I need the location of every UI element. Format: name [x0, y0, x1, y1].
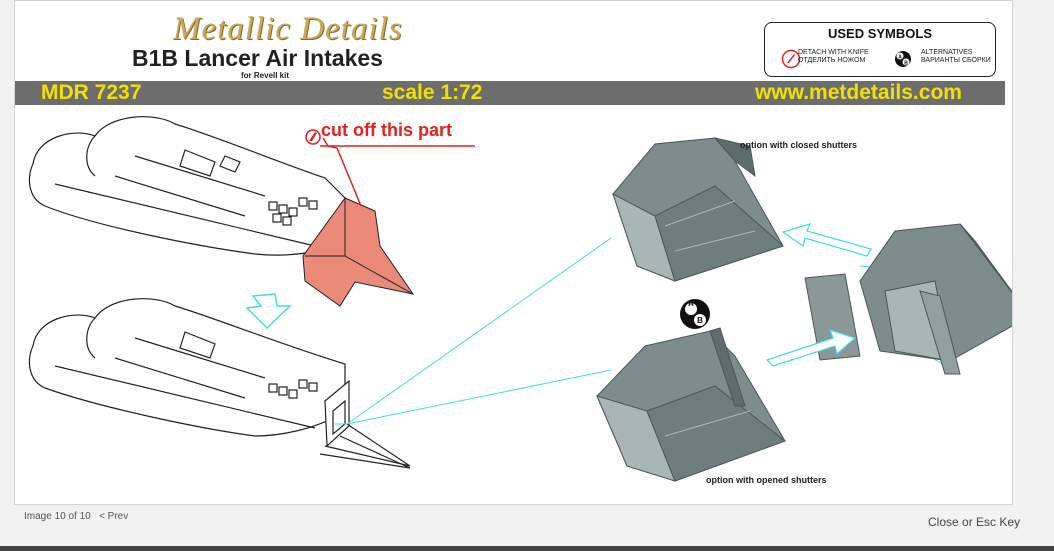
down-arrow-icon	[245, 293, 292, 330]
close-hint: Close or Esc Key	[928, 515, 1020, 529]
kit-note: for Revell kit	[241, 71, 290, 80]
resin-part-opened	[596, 327, 787, 482]
or-text: or	[962, 515, 973, 529]
resin-part-detail	[804, 223, 1012, 375]
image-frame: Metallic Details B1B Lancer Air Intakes …	[14, 0, 1013, 505]
cut-label: cut off this part	[321, 120, 452, 140]
svg-text:B: B	[904, 61, 908, 67]
detach-label-en: DETACH WITH KNIFE	[798, 49, 869, 56]
intake-drawing-top	[28, 116, 346, 256]
alt-label-ru: ВАРИАНТЫ СБОРКИ	[921, 57, 991, 64]
alt-b-label: B	[697, 316, 703, 325]
used-symbols-title: USED SYMBOLS	[827, 26, 932, 41]
resin-part-closed	[612, 137, 784, 282]
product-code: MDR 7237	[41, 81, 142, 104]
brand-logo: Metallic Details	[173, 11, 403, 47]
website-label: www.metdetails.com	[755, 81, 962, 104]
detach-label-ru: ОТДЕЛИТЬ НОЖОМ	[798, 57, 866, 64]
product-band: MDR 7237 scale 1:72 www.metdetails.com	[15, 81, 1005, 105]
prev-link[interactable]: < Prev	[99, 511, 129, 522]
opened-shutters-caption: option with opened shutters	[706, 475, 827, 485]
alt-a-label: A	[688, 299, 694, 308]
instruction-header: Metallic Details B1B Lancer Air Intakes …	[15, 1, 1012, 81]
knife-icon	[781, 49, 801, 69]
scale-label: scale 1:72	[382, 81, 483, 104]
closed-shutters-caption: option with closed shutters	[740, 140, 858, 150]
image-navigation: Image 10 of 10 < Prev	[24, 511, 128, 522]
product-title: B1B Lancer Air Intakes	[132, 45, 383, 71]
close-link[interactable]: Close	[928, 515, 959, 529]
left-arrow-icon	[781, 223, 872, 257]
alt-label-en: ALTERNATIVES	[921, 49, 973, 56]
esc-key-link[interactable]: Esc Key	[976, 515, 1021, 529]
bottom-divider	[0, 546, 1054, 551]
alternatives-icon	[680, 299, 710, 329]
alternatives-icon: A B	[895, 51, 911, 67]
assembly-diagram: A B	[28, 116, 1012, 482]
image-counter: Image 10 of 10	[24, 511, 91, 522]
left-arrow-icon	[765, 329, 857, 367]
svg-text:A: A	[898, 55, 902, 61]
intake-drawing-bottom	[28, 298, 411, 469]
cut-leader-line	[322, 137, 362, 207]
used-symbols-box: USED SYMBOLS DETACH WITH KNIFE ОТДЕЛИТЬ …	[764, 22, 996, 77]
cut-off-part	[302, 197, 415, 307]
